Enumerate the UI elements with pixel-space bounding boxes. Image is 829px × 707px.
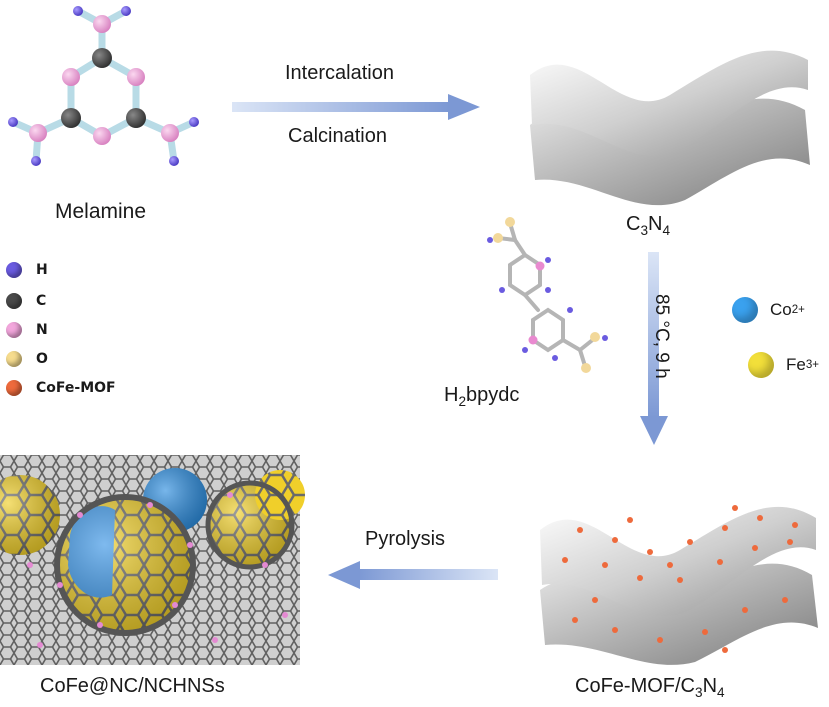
- legend-dot-c: [6, 293, 22, 309]
- legend-dot-o: [6, 351, 22, 367]
- intercalation-label: Intercalation: [285, 62, 394, 84]
- c3n4-sheets: [530, 50, 810, 206]
- pyrolysis-label: Pyrolysis: [365, 528, 446, 550]
- legend-item-n: N: [6, 322, 48, 338]
- legend-dot-n: [6, 322, 22, 338]
- h2bpydc-label: H2bpydc: [444, 384, 520, 409]
- ion-fe-ball: [748, 352, 774, 378]
- legend-item-o: O: [6, 351, 48, 367]
- calcination-label: Calcination: [288, 125, 387, 147]
- c3n4-label: C3N4: [626, 213, 671, 238]
- legend-dot-h: [6, 262, 22, 278]
- legend-dot-cofe-mof: [6, 380, 22, 396]
- legend-item-h: H: [6, 262, 48, 278]
- legend-item-c: C: [6, 293, 46, 309]
- cofe-nc-nchnss-label: CoFe@NC/NCHNSs: [40, 675, 225, 697]
- h2bpydc-molecule: [487, 217, 608, 373]
- melamine-label: Melamine: [55, 200, 147, 223]
- arrow-left-bottom: [328, 561, 498, 589]
- melamine-molecule: [8, 6, 199, 166]
- ion-co-ball: [732, 297, 758, 323]
- cofe-mof-c3n4-label: CoFe-MOF/C3N4: [575, 675, 725, 700]
- arrow-right-top: [232, 94, 480, 120]
- cofe-nc-nchnss-render: [0, 455, 305, 665]
- arrow-down: [640, 252, 668, 445]
- legend-item-cofe-mof: CoFe-MOF: [6, 380, 116, 396]
- cofe-mof-c3n4-sheets: [540, 505, 818, 665]
- reaction-condition: 85 °C, 9 h: [651, 294, 672, 379]
